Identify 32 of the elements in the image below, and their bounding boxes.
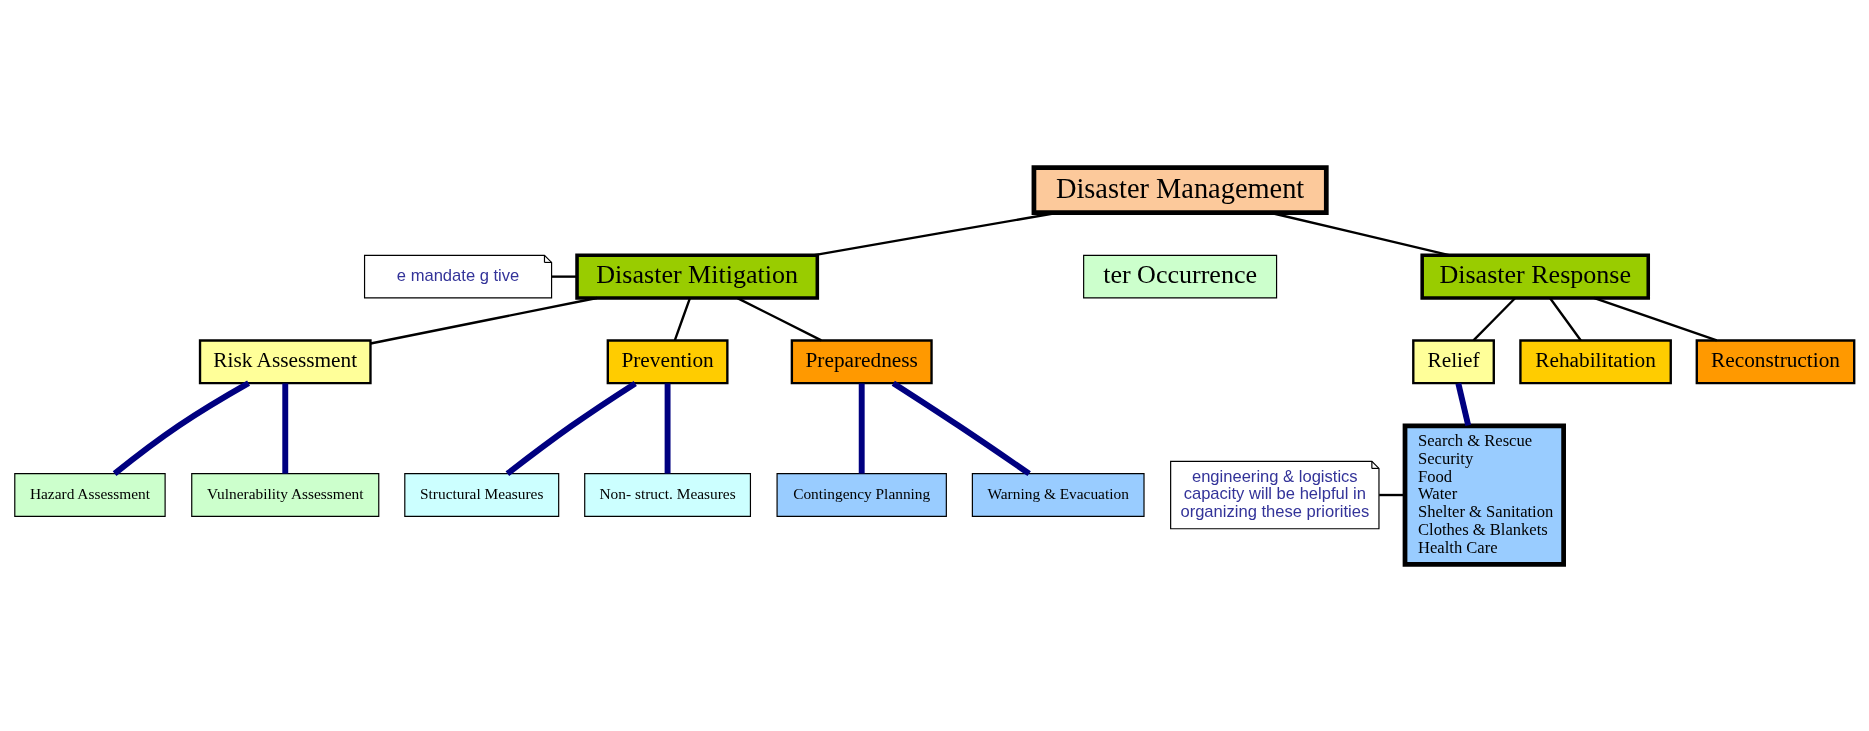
connector <box>551 274 577 278</box>
node-box: Hazard Assessment <box>14 472 166 517</box>
node-box: Search & Rescue Security Food Water Shelter & Sanitation Clothes & Blankets Health Care <box>1402 422 1566 567</box>
node-box: Warning & Evacuation <box>971 472 1145 517</box>
node-box: Risk Assessment <box>198 338 372 384</box>
node-box: Disaster Response <box>1420 253 1651 300</box>
node-box: Vulnerability Assessment <box>191 472 380 517</box>
node-box: Reconstruction <box>1695 338 1856 384</box>
node-box: Prevention <box>606 338 729 384</box>
connector <box>370 296 598 345</box>
connector <box>673 297 691 341</box>
node-box: Non- struct. Measures <box>584 472 752 517</box>
connector <box>282 383 289 474</box>
node-box: ter Occurrence <box>1083 254 1278 299</box>
connector <box>736 296 822 341</box>
node-box: Preparedness <box>790 338 933 384</box>
connector <box>1593 296 1718 342</box>
node-box: Contingency Planning <box>776 472 947 517</box>
node-box: Rehabilitation <box>1519 338 1672 384</box>
connector <box>1549 297 1582 341</box>
node-box: Disaster Mitigation <box>575 253 820 300</box>
connector <box>858 383 865 474</box>
node-box: Structural Measures <box>404 472 560 517</box>
node-box: Relief <box>1412 338 1495 384</box>
connector <box>505 380 637 476</box>
connector <box>1379 493 1405 496</box>
connector <box>891 380 1031 476</box>
node-box: Disaster Management <box>1031 164 1329 215</box>
connector <box>1455 382 1472 426</box>
connector <box>112 380 251 476</box>
connector <box>664 383 671 474</box>
connector <box>1472 296 1516 341</box>
